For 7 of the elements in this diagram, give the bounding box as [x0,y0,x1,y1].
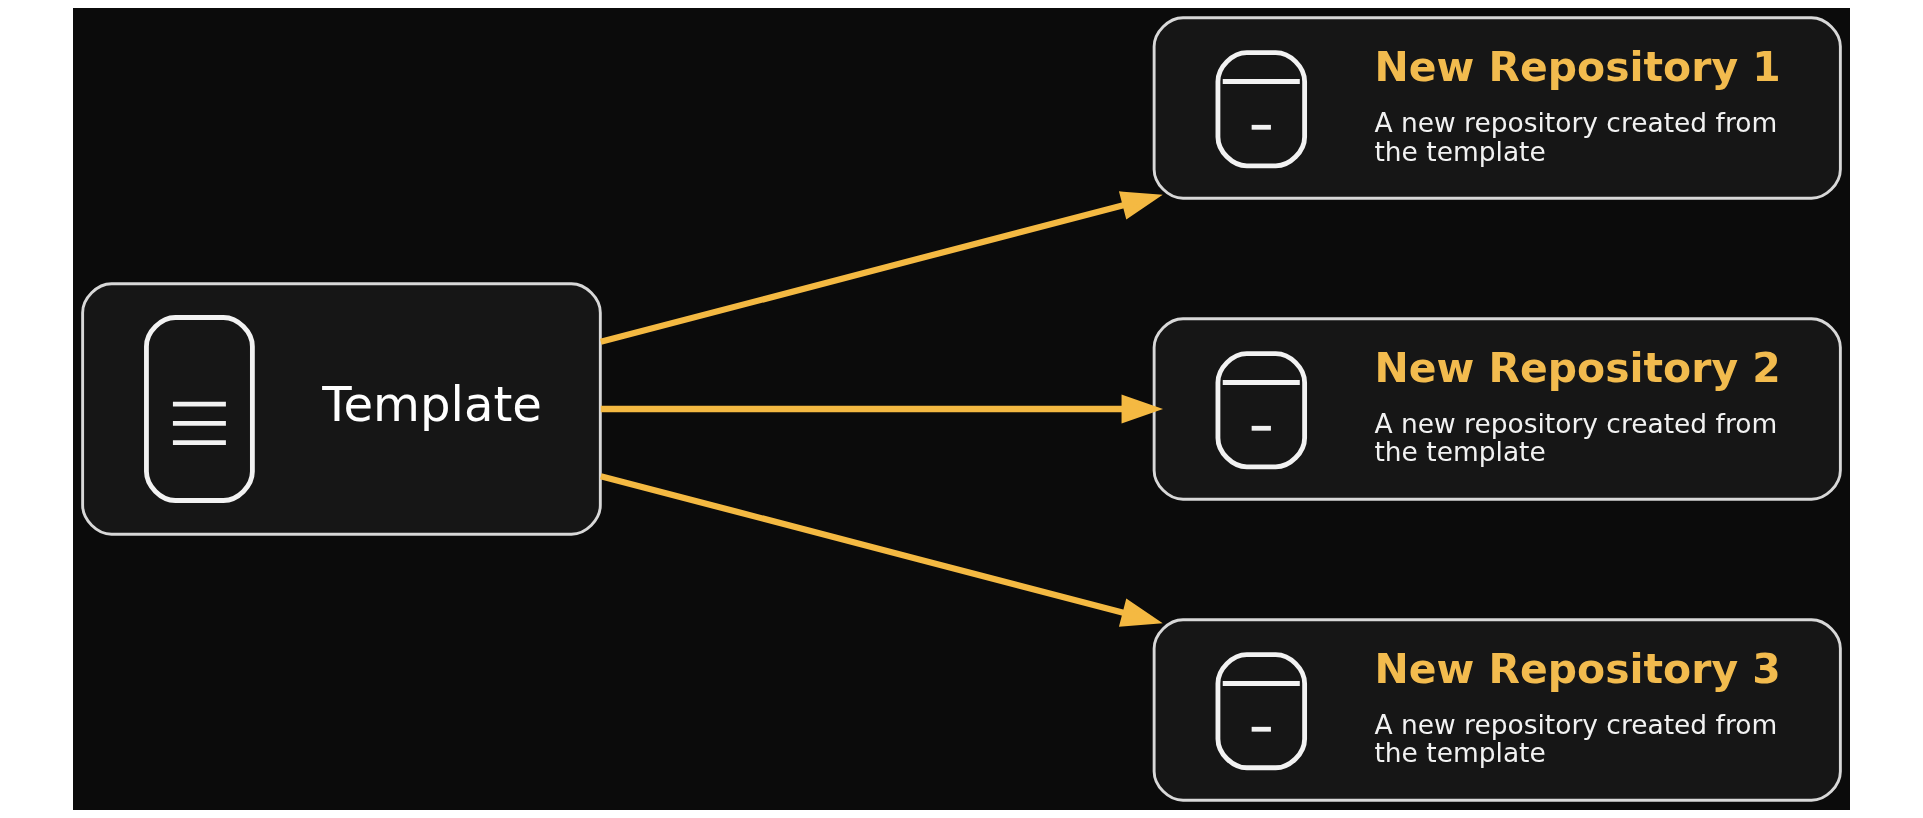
arrow [599,191,1163,345]
node-box: New Repository 3 A new repository created from the template [1152,618,1842,802]
arrow [600,394,1164,424]
node-box: New Repository 2 A new repository created from the template [1152,317,1842,501]
node-box: New Repository 1 A new repository created from the template [1152,16,1842,200]
arrow [599,473,1163,627]
node-box: Template [81,282,602,536]
